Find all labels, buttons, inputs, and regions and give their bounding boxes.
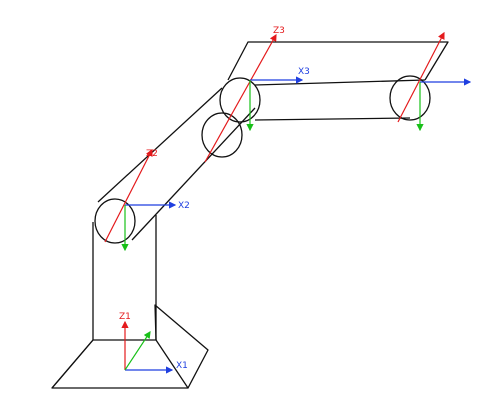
- z1-label: Z1: [119, 312, 131, 322]
- upper-arm-link: [227, 41, 449, 121]
- frame-end: [397, 31, 472, 132]
- joint-elbow: [201, 112, 243, 158]
- frame-3: Z3 X3: [204, 26, 310, 163]
- frame-2: Z2 X2: [104, 148, 190, 252]
- x1-label: X1: [176, 361, 188, 371]
- joint-3: [219, 77, 261, 123]
- z2-label: Z2: [146, 149, 158, 159]
- lower-arm-link: [97, 87, 256, 241]
- frame-1: Z1 X1: [119, 312, 188, 374]
- z3-label: Z3: [273, 26, 285, 36]
- x2-label: X2: [178, 201, 190, 211]
- joint-wrist: [389, 75, 431, 121]
- x3-label: X3: [298, 67, 310, 77]
- joint-2: [94, 198, 136, 244]
- column: [92, 215, 157, 340]
